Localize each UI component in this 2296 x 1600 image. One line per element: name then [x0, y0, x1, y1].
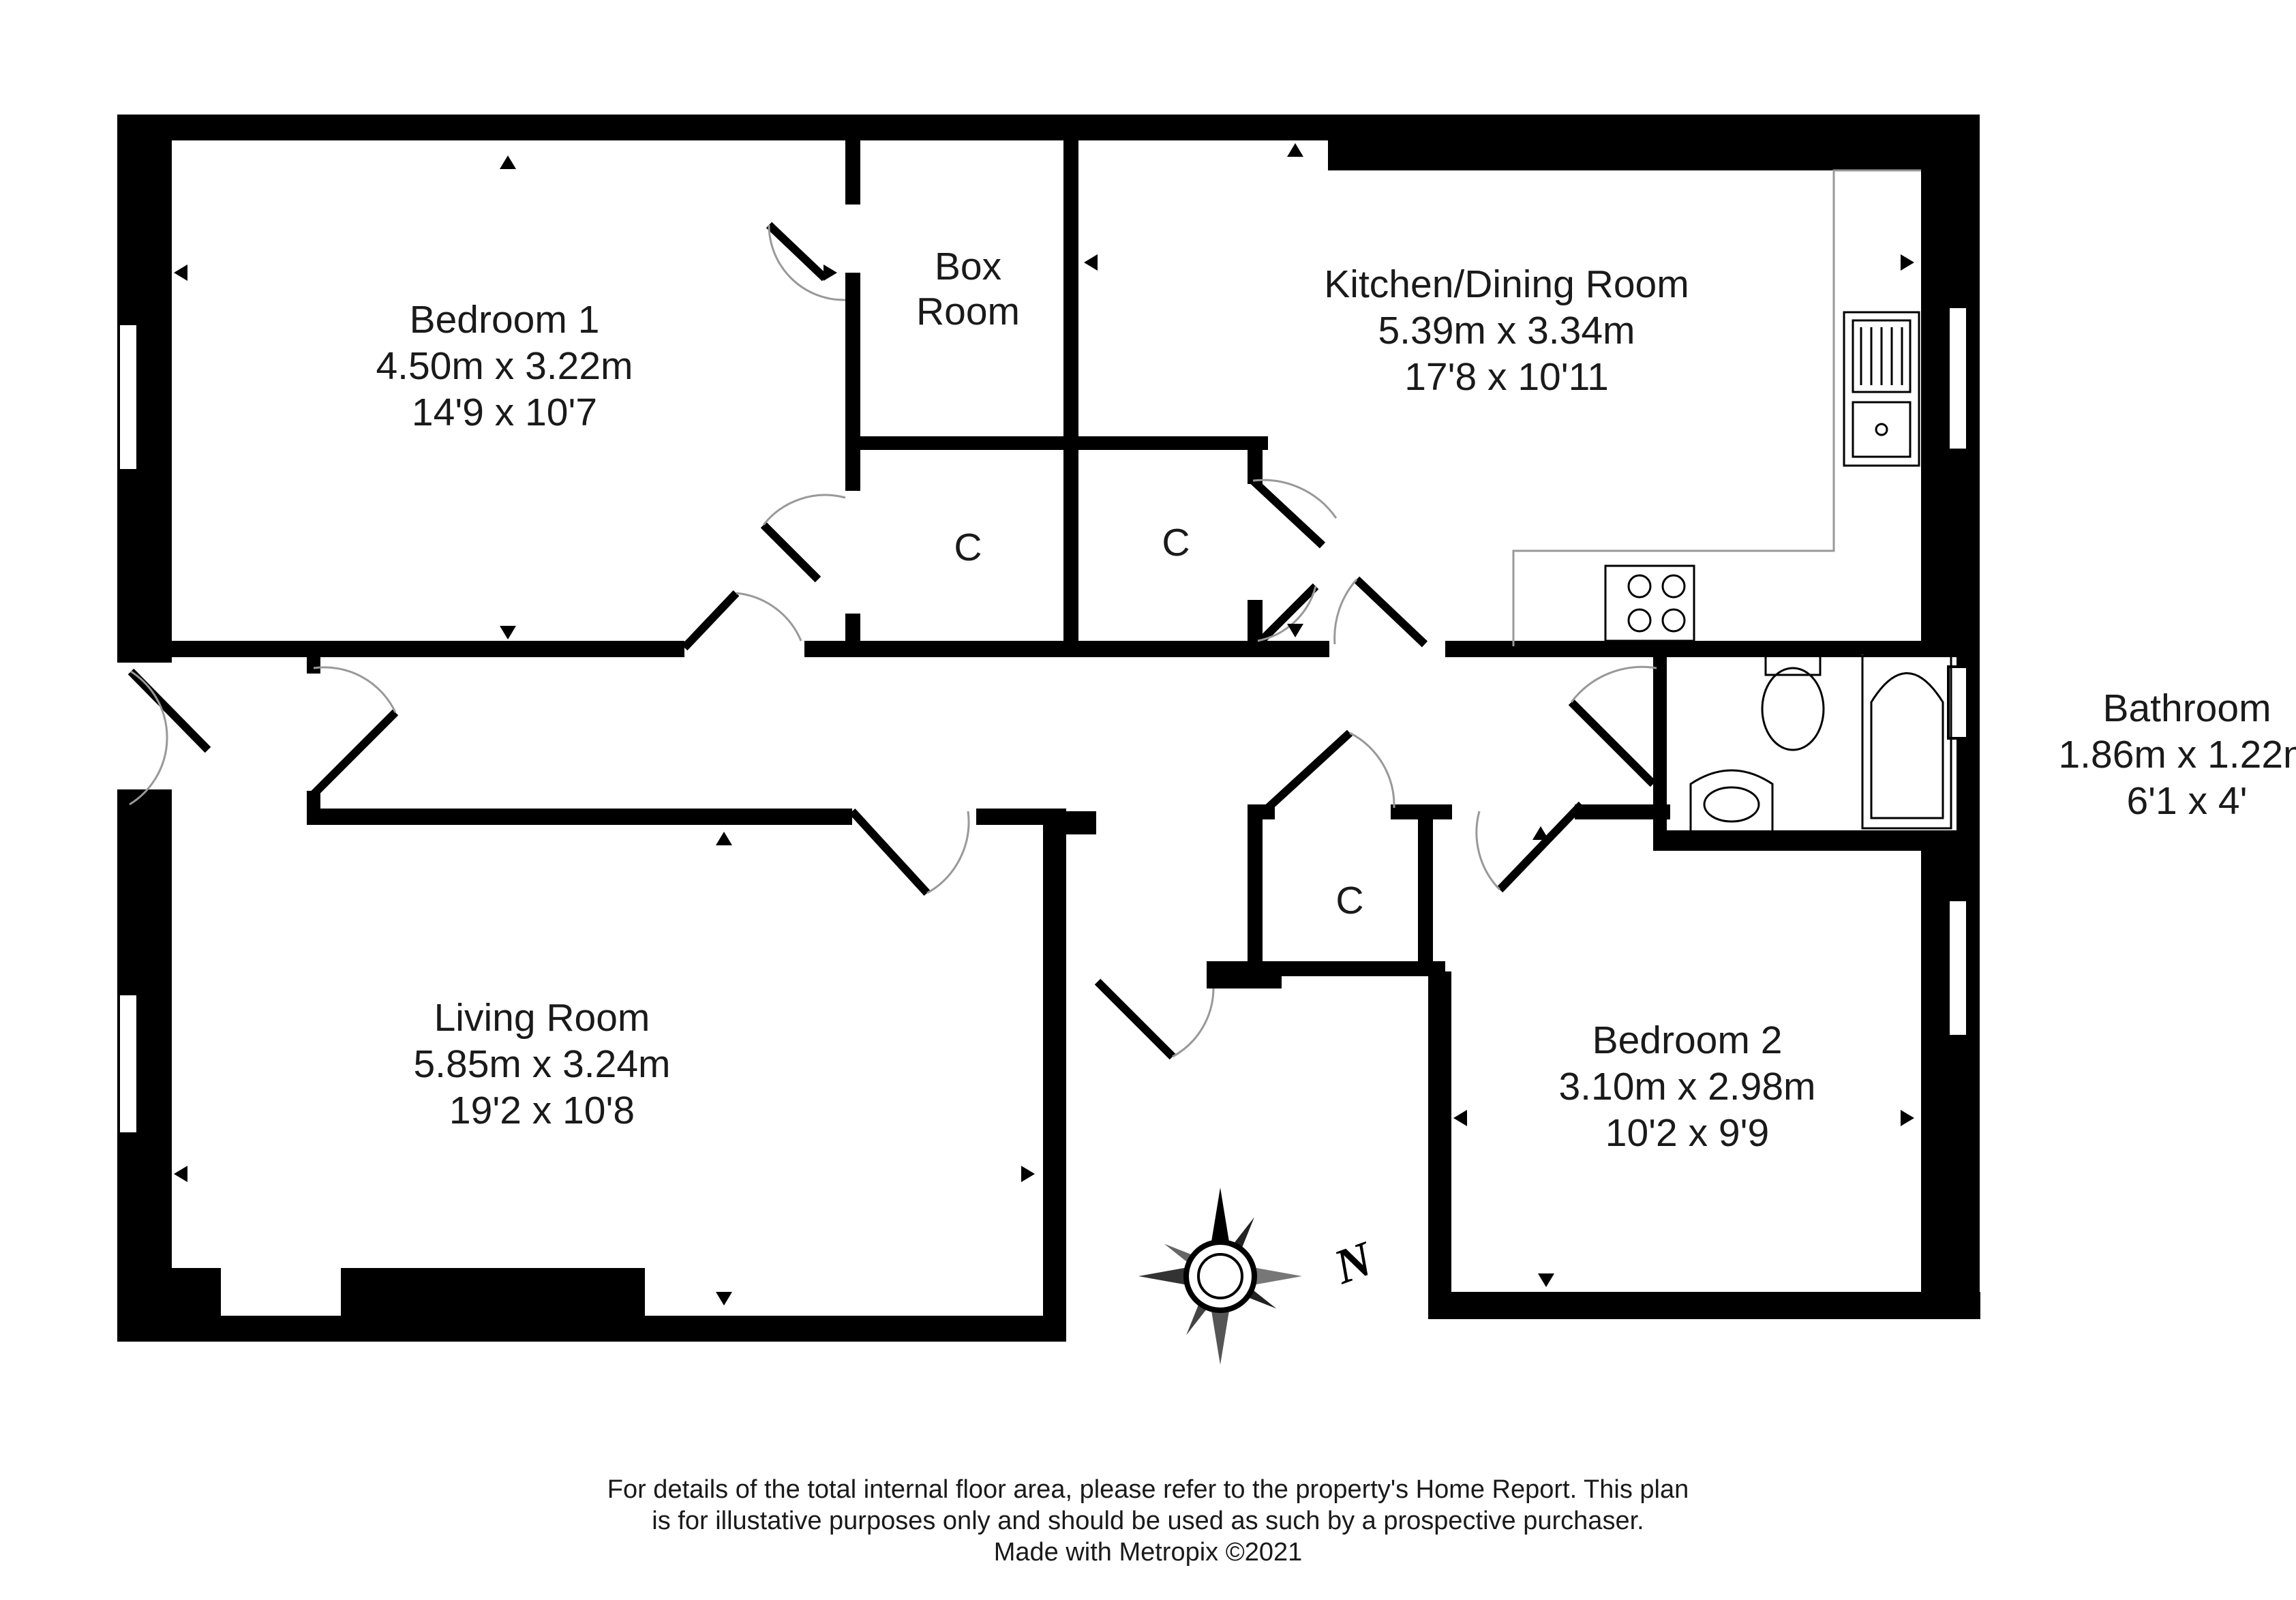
- bedroom1-metric: 4.50m x 3.22m: [376, 344, 633, 388]
- disclaimer-line-1: For details of the total internal floor …: [607, 1475, 1689, 1504]
- bedroom1-name: Bedroom 1: [410, 298, 600, 342]
- hob-icon: [1604, 564, 1695, 642]
- room-labels: Bedroom 1 4.50m x 3.22m 14'9 x 10'7 Box …: [376, 245, 2296, 1155]
- box-room-label-1: Box: [935, 245, 1001, 288]
- kitchen-metric: 5.39m x 3.34m: [1378, 309, 1635, 352]
- toilet-icon: [1761, 667, 1825, 751]
- kitchen-units: [1512, 169, 1921, 646]
- doors: [127, 222, 1657, 1060]
- disclaimer-footer: For details of the total internal floor …: [0, 1474, 2296, 1568]
- living-imperial: 19'2 x 10'8: [449, 1089, 635, 1132]
- kitchen-imperial: 17'8 x 10'11: [1404, 355, 1609, 399]
- window-living: [117, 993, 139, 1135]
- cupboard-b-label: C: [1162, 521, 1190, 564]
- bathroom-fixtures: [1689, 653, 1952, 832]
- walls: [117, 115, 1980, 1342]
- bedroom1-imperial: 14'9 x 10'7: [412, 391, 597, 434]
- sink-icon: [1843, 311, 1920, 467]
- box-room-label-2: Room: [916, 290, 1020, 333]
- bedroom2-name: Bedroom 2: [1592, 1018, 1783, 1062]
- bath-icon: [1861, 654, 1952, 830]
- window-kitchen: [1947, 305, 1969, 451]
- basin-icon: [1689, 769, 1774, 832]
- measure-arrows: [174, 143, 1914, 1305]
- cupboard-c-label: C: [1335, 879, 1363, 922]
- bathroom-imperial: 6'1 x 4': [2126, 779, 2247, 823]
- bedroom2-metric: 3.10m x 2.98m: [1558, 1065, 1815, 1108]
- kitchen-name: Kitchen/Dining Room: [1324, 262, 1689, 306]
- compass-north-label: N: [1327, 1231, 1381, 1295]
- disclaimer-line-3: Made with Metropix ©2021: [993, 1538, 1303, 1567]
- living-name: Living Room: [434, 996, 650, 1040]
- living-metric: 5.85m x 3.24m: [413, 1042, 670, 1086]
- disclaimer-line-2: is for illustative purposes only and sho…: [652, 1507, 1644, 1535]
- compass-icon: [1138, 1188, 1302, 1365]
- bathroom-name: Bathroom: [2102, 686, 2271, 730]
- door-arcs: [129, 224, 1657, 1058]
- window-bedroom1: [117, 322, 139, 472]
- cupboard-a-label: C: [954, 526, 982, 569]
- window-bedroom2: [1947, 899, 1969, 1038]
- bathroom-metric: 1.86m x 1.22m: [2058, 733, 2296, 776]
- bedroom2-imperial: 10'2 x 9'9: [1605, 1111, 1769, 1155]
